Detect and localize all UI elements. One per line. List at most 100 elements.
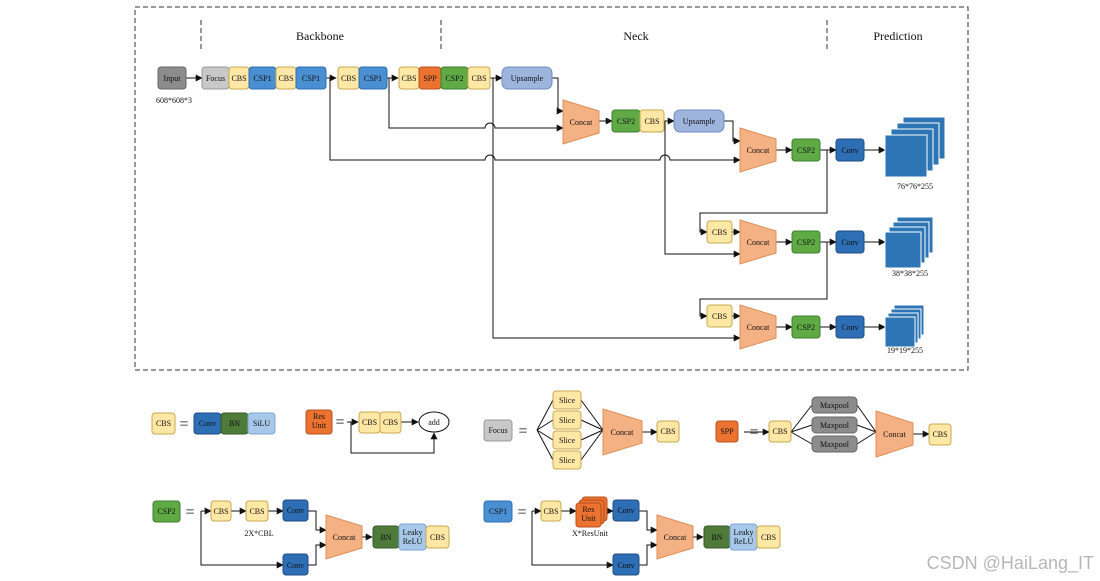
output-38-caption: 38*38*255 (892, 269, 928, 278)
network-frame (134, 6, 969, 371)
slice-block (552, 410, 582, 430)
watermark: CSDN @HaiLang_IT (927, 553, 1094, 574)
cbs-block (756, 525, 781, 549)
slice-block (552, 450, 582, 470)
maxpool-block-label: Maxpool (820, 401, 850, 410)
equals-sign: = (179, 416, 188, 433)
csp2-block-label: CSP2 (157, 507, 175, 516)
cbs-block-label: CBS (231, 74, 246, 83)
silu-block (247, 412, 276, 435)
slice-block (552, 390, 582, 410)
conv-block (835, 315, 865, 339)
cbs-block (245, 500, 269, 522)
output-feature-map-76 (884, 116, 946, 178)
cbs-block (379, 411, 402, 434)
slice-block-label: Slice (559, 436, 575, 445)
upsample-block (673, 109, 725, 133)
concat-block (739, 304, 777, 350)
cbs-block (540, 500, 562, 522)
cbs-block-label: CBS (712, 312, 727, 321)
upsample-block-label: Upsample (511, 74, 544, 83)
maxpool-block-label: Maxpool (820, 440, 850, 449)
equals-sign: = (518, 423, 527, 440)
slice-block-label: Slice (559, 456, 575, 465)
equals-sign: = (517, 504, 526, 521)
cbl-repeat-caption: 2X*CBL (244, 529, 273, 538)
concat-block (656, 514, 694, 560)
cbs-block (467, 66, 491, 90)
conv-block-label: Conv (841, 146, 858, 155)
conv-block-label: Conv (841, 238, 858, 247)
cbs-block-label: CBS (712, 228, 727, 237)
focus-block-label: Focus (488, 426, 507, 435)
input-block-label: Input (164, 74, 182, 83)
connections (186, 74, 886, 342)
equals-sign: = (335, 414, 344, 431)
cbs-block-label: CBS (383, 418, 398, 427)
equals-sign: = (749, 424, 758, 441)
neck-blocks: Upsample Concat CSP2 CBS Upsample Concat… (501, 66, 821, 350)
concat-block-label: Concat (747, 238, 770, 247)
spp-legend: SPP = CBS Maxpool Maxpool Maxpool Concat… (715, 396, 952, 458)
resunit-repeat-caption: X*ResUnit (572, 529, 609, 538)
concat-block (739, 127, 777, 173)
focus-block (483, 419, 513, 442)
res-unit-stack (575, 496, 608, 528)
concat-block (325, 514, 363, 560)
slice-block (552, 430, 582, 450)
prediction-title: Prediction (873, 29, 922, 43)
csp1-block-label: CSP1 (253, 74, 271, 83)
input-block (157, 66, 187, 90)
cbs-block-label: CBS (932, 430, 947, 439)
cbs-block-label: CBS (341, 74, 356, 83)
conv-block (835, 230, 865, 254)
csp2-block-label: CSP2 (797, 323, 815, 332)
spp-block-label: SPP (423, 74, 437, 83)
concat-block-label: Concat (333, 533, 356, 542)
focus-legend: Focus = Slice Slice Slice Slice Concat C… (483, 390, 680, 470)
input-size-caption: 608*608*3 (156, 96, 192, 105)
maxpool-block (811, 435, 858, 453)
bn-block-label: BN (380, 533, 391, 542)
cbs-block-label: CBS (213, 507, 228, 516)
conv-block (612, 499, 640, 522)
maxpool-block-label: Maxpool (820, 421, 850, 430)
res-unit-label-line: Res (313, 412, 325, 421)
upsample-block (501, 66, 553, 90)
cbs-block (425, 525, 450, 549)
concat-block-label: Concat (747, 323, 770, 332)
legend (200, 399, 930, 569)
csp2-block-label: CSP2 (797, 146, 815, 155)
cbs-block-label: CBS (761, 533, 776, 542)
spp-block (715, 420, 739, 443)
csp2-block (791, 138, 821, 162)
prediction-blocks: Conv Conv Conv 76*76*255 38*38*255 19*19… (835, 116, 946, 355)
neck-title: Neck (623, 29, 648, 43)
add-node (418, 411, 450, 433)
cbs-block-label: CBS (430, 533, 445, 542)
cbs-block-label: CBS (543, 507, 558, 516)
cbs-block-label: CBS (278, 74, 293, 83)
conv-block-label: Conv (287, 506, 304, 515)
concat-block (602, 408, 643, 456)
cbs-block-label: CBS (772, 427, 787, 436)
cbs-block (928, 423, 952, 446)
slice-block-label: Slice (559, 416, 575, 425)
cbs-block (656, 420, 680, 443)
silu-block-label: SiLU (253, 419, 271, 428)
conv-block-label: Conv (287, 561, 304, 570)
output-feature-map-38 (884, 216, 934, 269)
conv-block-label: Conv (617, 561, 634, 570)
cbs-block-label: CBS (471, 74, 486, 83)
equals-sign: = (185, 504, 194, 521)
backbone-blocks: Input 608*608*3 Focus CBS CSP1 CBS CSP1 … (156, 66, 491, 105)
csp2-block (152, 500, 181, 523)
res-unit-block (305, 409, 333, 435)
bn-block-label: BN (229, 419, 240, 428)
output-76-caption: 76*76*255 (897, 182, 933, 191)
